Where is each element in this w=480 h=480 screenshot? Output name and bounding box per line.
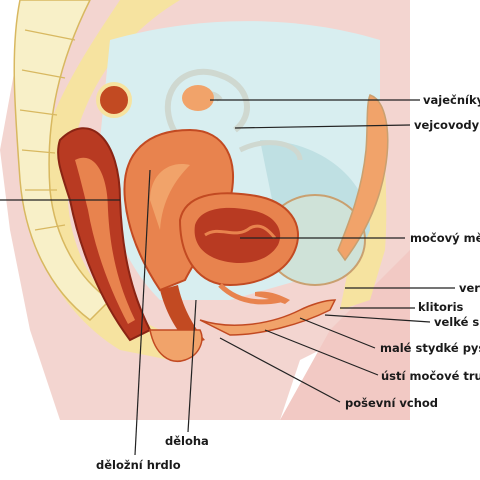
label-bladder: močový mě <box>410 231 480 245</box>
leader-cervix <box>134 169 151 456</box>
leader-labia-minora <box>299 317 376 349</box>
leader-vaginal <box>219 337 341 403</box>
label-labia-majora: velké s <box>434 315 480 329</box>
label-vaginal-entrance: poševní vchod <box>345 396 439 410</box>
clitoris-tip <box>255 291 290 304</box>
leader-urethra <box>264 329 379 376</box>
ovary-right <box>182 85 214 111</box>
urinary-bladder-rugae <box>204 224 277 239</box>
uterus-lumen <box>150 164 190 230</box>
perineum <box>149 329 203 362</box>
urinary-bladder-inner <box>194 207 281 264</box>
leader-lines <box>0 99 455 456</box>
label-uterus: děloha <box>165 434 209 448</box>
label-oviducts: vejcovody <box>414 118 480 132</box>
label-cervix: děložní hrdlo <box>96 458 181 472</box>
skin-right <box>280 250 410 420</box>
ovary-left <box>96 82 132 118</box>
labia-region <box>199 299 337 336</box>
vertebra-lines <box>19 29 76 231</box>
label-clitoris: klitoris <box>418 300 464 314</box>
leader-labia-majora <box>324 314 431 323</box>
rectum-inner <box>75 157 135 324</box>
label-ovaries: vaječníky <box>423 93 480 107</box>
label-labia-minora: malé stydké pys <box>380 341 480 355</box>
label-vestibule: ver <box>459 281 480 295</box>
fallopian-tube-b <box>238 140 303 161</box>
pubic-bone <box>337 94 389 262</box>
leader-uterus <box>187 299 197 433</box>
label-urethra-opening: ústí močové trub <box>381 369 480 383</box>
urethra <box>218 283 281 305</box>
leader-oviducts <box>234 124 411 129</box>
